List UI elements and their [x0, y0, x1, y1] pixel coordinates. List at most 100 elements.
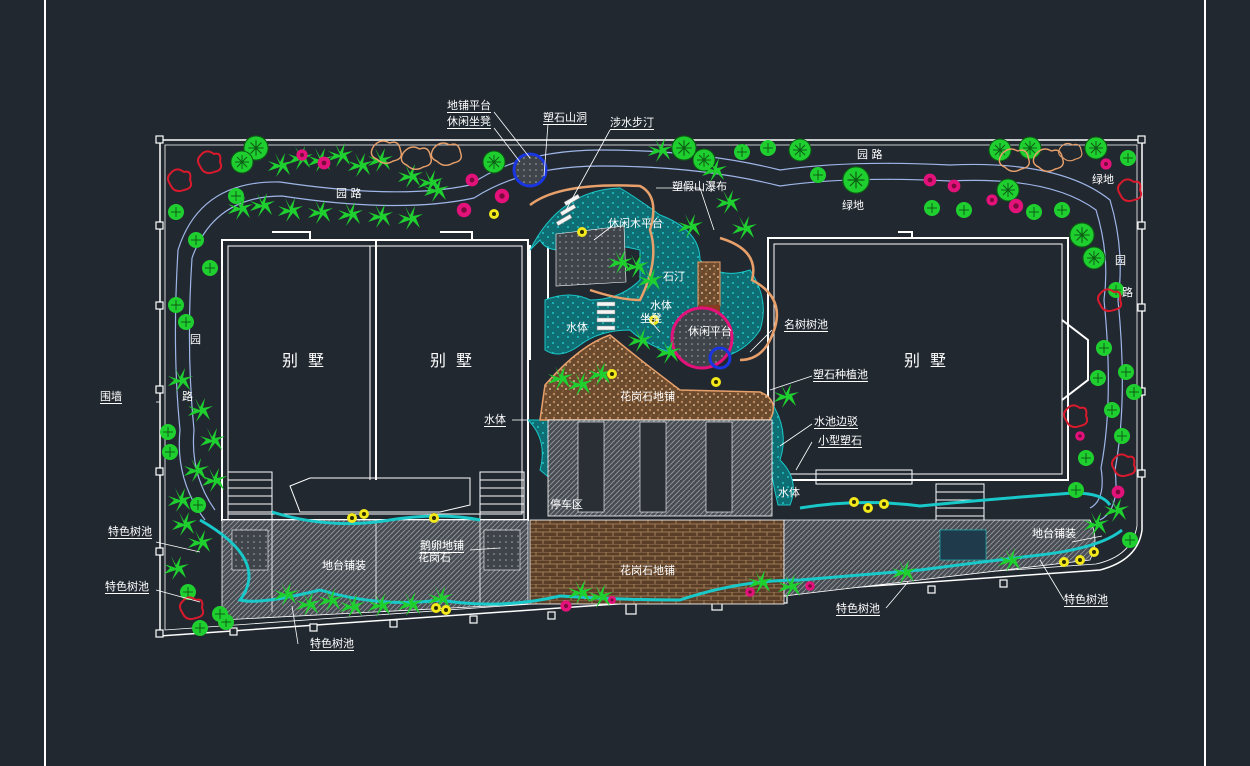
small-tree-symbol	[1053, 201, 1071, 219]
yellow-flower-symbol	[489, 209, 499, 219]
small-tree-symbol	[733, 143, 751, 161]
label-pool-edge: 水池边驳	[814, 415, 858, 429]
palm-symbol	[308, 200, 333, 224]
label-parking: 停车区	[550, 498, 583, 511]
label-bench-center: 坐凳	[640, 312, 662, 325]
label-rest-bench-top: 休闲坐凳	[447, 115, 491, 129]
flower-symbol	[296, 149, 308, 161]
flower-symbol	[1100, 158, 1112, 170]
label-feature-pool-5: 特色树池	[1064, 593, 1108, 607]
red-shrub-symbol	[197, 150, 223, 175]
flower-symbol	[317, 156, 331, 170]
label-water-mid: 水体	[484, 413, 506, 427]
tree-symbol	[230, 150, 254, 174]
palm-symbol	[164, 556, 189, 580]
label-garden-path-left2: 路	[182, 390, 193, 403]
tree-symbol	[996, 178, 1020, 202]
small-tree-symbol	[1077, 449, 1095, 467]
flower-symbol	[560, 600, 572, 612]
tree-symbol	[671, 135, 697, 161]
small-tree-symbol	[1067, 481, 1085, 499]
yellow-flower-symbol	[577, 227, 587, 237]
label-platform-paving: 地铺平台	[447, 99, 491, 113]
palm-symbol	[648, 138, 673, 162]
small-tree-symbol	[1125, 383, 1143, 401]
villa-right-label: 别墅	[904, 351, 957, 370]
palm-symbol	[716, 190, 741, 214]
small-tree-symbol	[759, 139, 777, 157]
palm-symbol	[278, 198, 303, 222]
label-garden-path-left: 园	[190, 333, 201, 346]
label-rest-platform: 休闲平台	[688, 325, 732, 338]
small-tree-symbol	[211, 605, 229, 623]
small-tree-symbol	[1095, 339, 1113, 357]
label-green-mid: 绿地	[842, 199, 864, 212]
label-enclosure-wall: 围墙	[100, 390, 122, 404]
small-tree-symbol	[955, 201, 973, 219]
palm-symbol	[398, 206, 423, 230]
small-tree-symbol	[167, 296, 185, 314]
small-tree-symbol	[1089, 369, 1107, 387]
label-water-bottom: 水体	[778, 486, 800, 499]
yellow-flower-symbol	[607, 369, 617, 379]
label-garden-path-1: 园 路	[336, 187, 362, 200]
tree-symbol	[788, 138, 812, 162]
flower-symbol	[923, 173, 937, 187]
palm-symbol	[268, 153, 293, 177]
flower-symbol	[745, 587, 755, 597]
yellow-flower-symbol	[863, 503, 873, 513]
yellow-flower-symbol	[347, 513, 357, 523]
villa-left-1-label: 别墅	[282, 351, 335, 370]
palm-symbol	[168, 368, 193, 392]
label-green-right: 绿地	[1092, 173, 1114, 186]
flower-symbol	[608, 596, 616, 604]
label-famous-tree-pool: 名树树池	[784, 318, 828, 332]
flower-symbol	[1111, 485, 1125, 499]
small-tree-symbol	[161, 443, 179, 461]
label-garden-path-right2: 路	[1122, 286, 1133, 299]
label-stone-step: 石汀	[663, 270, 685, 283]
label-garden-path-2: 园 路	[857, 148, 883, 161]
label-rockery-waterfall: 塑假山瀑布	[672, 180, 727, 193]
palm-symbol	[328, 143, 353, 167]
tree-symbol	[1084, 136, 1108, 160]
palm-symbol	[184, 458, 209, 482]
tree-symbol	[1082, 246, 1106, 270]
flower-symbol	[456, 202, 472, 218]
label-small-rock: 小型塑石	[818, 434, 862, 448]
tree-symbol	[692, 148, 716, 172]
yellow-flower-symbol	[1075, 555, 1085, 565]
small-tree-symbol	[1121, 531, 1139, 549]
flower-symbol	[947, 179, 961, 193]
yellow-flower-symbol	[441, 605, 451, 615]
small-tree-symbol	[159, 423, 177, 441]
red-shrub-symbol	[179, 596, 205, 621]
tree-symbol	[482, 150, 506, 174]
yellow-flower-symbol	[429, 513, 439, 523]
palm-symbol	[338, 202, 363, 226]
small-tree-symbol	[167, 203, 185, 221]
label-feature-pool-3: 特色树池	[310, 637, 354, 651]
label-rock-cave: 塑石山洞	[543, 111, 587, 125]
label-water-center: 水体	[650, 299, 672, 312]
tree-symbol	[842, 166, 870, 194]
yellow-flower-symbol	[711, 377, 721, 387]
small-tree-symbol	[1119, 149, 1137, 167]
yellow-flower-symbol	[431, 603, 441, 613]
label-podium-deco-right: 地台铺装	[1032, 527, 1076, 540]
red-shrub-symbol	[167, 168, 193, 193]
yellow-flower-symbol	[1059, 557, 1069, 567]
tree-symbol	[1069, 222, 1095, 248]
flower-symbol	[1008, 198, 1024, 214]
small-tree-symbol	[1103, 401, 1121, 419]
villa-left-2-label: 别墅	[430, 351, 483, 370]
label-stepping-stones: 涉水步汀	[610, 116, 654, 130]
palm-symbol	[368, 204, 393, 228]
tree-symbol	[1018, 136, 1042, 160]
label-granite-paving-top: 花岗石地铺	[620, 390, 675, 403]
flower-symbol	[1075, 431, 1085, 441]
rock-symbol	[430, 142, 463, 167]
palm-symbol	[732, 216, 757, 240]
site-boundary-wall	[159, 139, 1143, 637]
red-shrub-symbol	[1117, 178, 1143, 203]
